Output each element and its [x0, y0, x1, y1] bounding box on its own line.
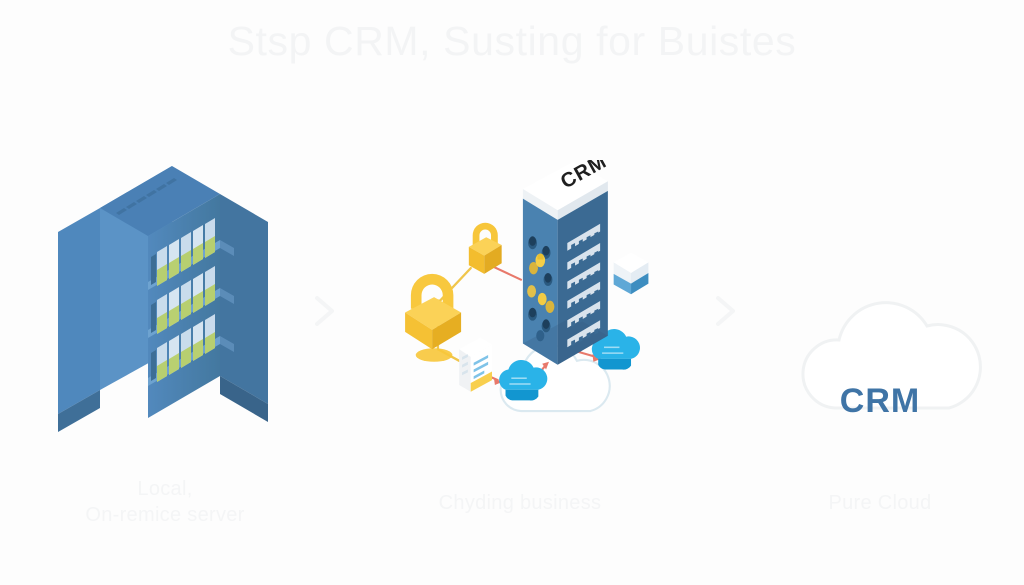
padlock-large-icon [405, 273, 462, 362]
cloud-crm-badge-text: CRM [839, 382, 921, 420]
stage-hybrid-label-line1: Chyding business [438, 492, 602, 514]
stage-local-label-line1: Local, [137, 478, 193, 500]
stage-cloud-label: Pure Cloud [735, 490, 1024, 516]
document-card-icon [459, 337, 492, 392]
chevron-right-icon [315, 296, 334, 326]
isometric-server-rack-icon [58, 166, 268, 432]
data-cube-icon [613, 252, 649, 295]
stage-hybrid-label: Chyding business [375, 490, 665, 516]
stage-local-label: Local, On-remice server [20, 476, 310, 528]
stage-local: Local, On-remice server [20, 160, 310, 526]
page-title: Stsp CRM, Susting for Buistes [227, 18, 797, 64]
cloud-cyan-left-icon [499, 359, 548, 401]
crm-tower-icon: CRM [522, 160, 611, 365]
stage-cloud-label-line1: Pure Cloud [828, 492, 932, 514]
isometric-crm-tower-scene-icon: CRM [405, 160, 649, 413]
stage-local-label-line2: On-remice server [85, 504, 245, 526]
stage-cloud: CRM Pure Cloud [735, 160, 1024, 514]
padlock-small-icon [468, 222, 502, 274]
stage-hybrid: CRM [375, 160, 665, 514]
chevron-right-icon [716, 296, 735, 326]
cloud-outline-icon [801, 301, 982, 410]
